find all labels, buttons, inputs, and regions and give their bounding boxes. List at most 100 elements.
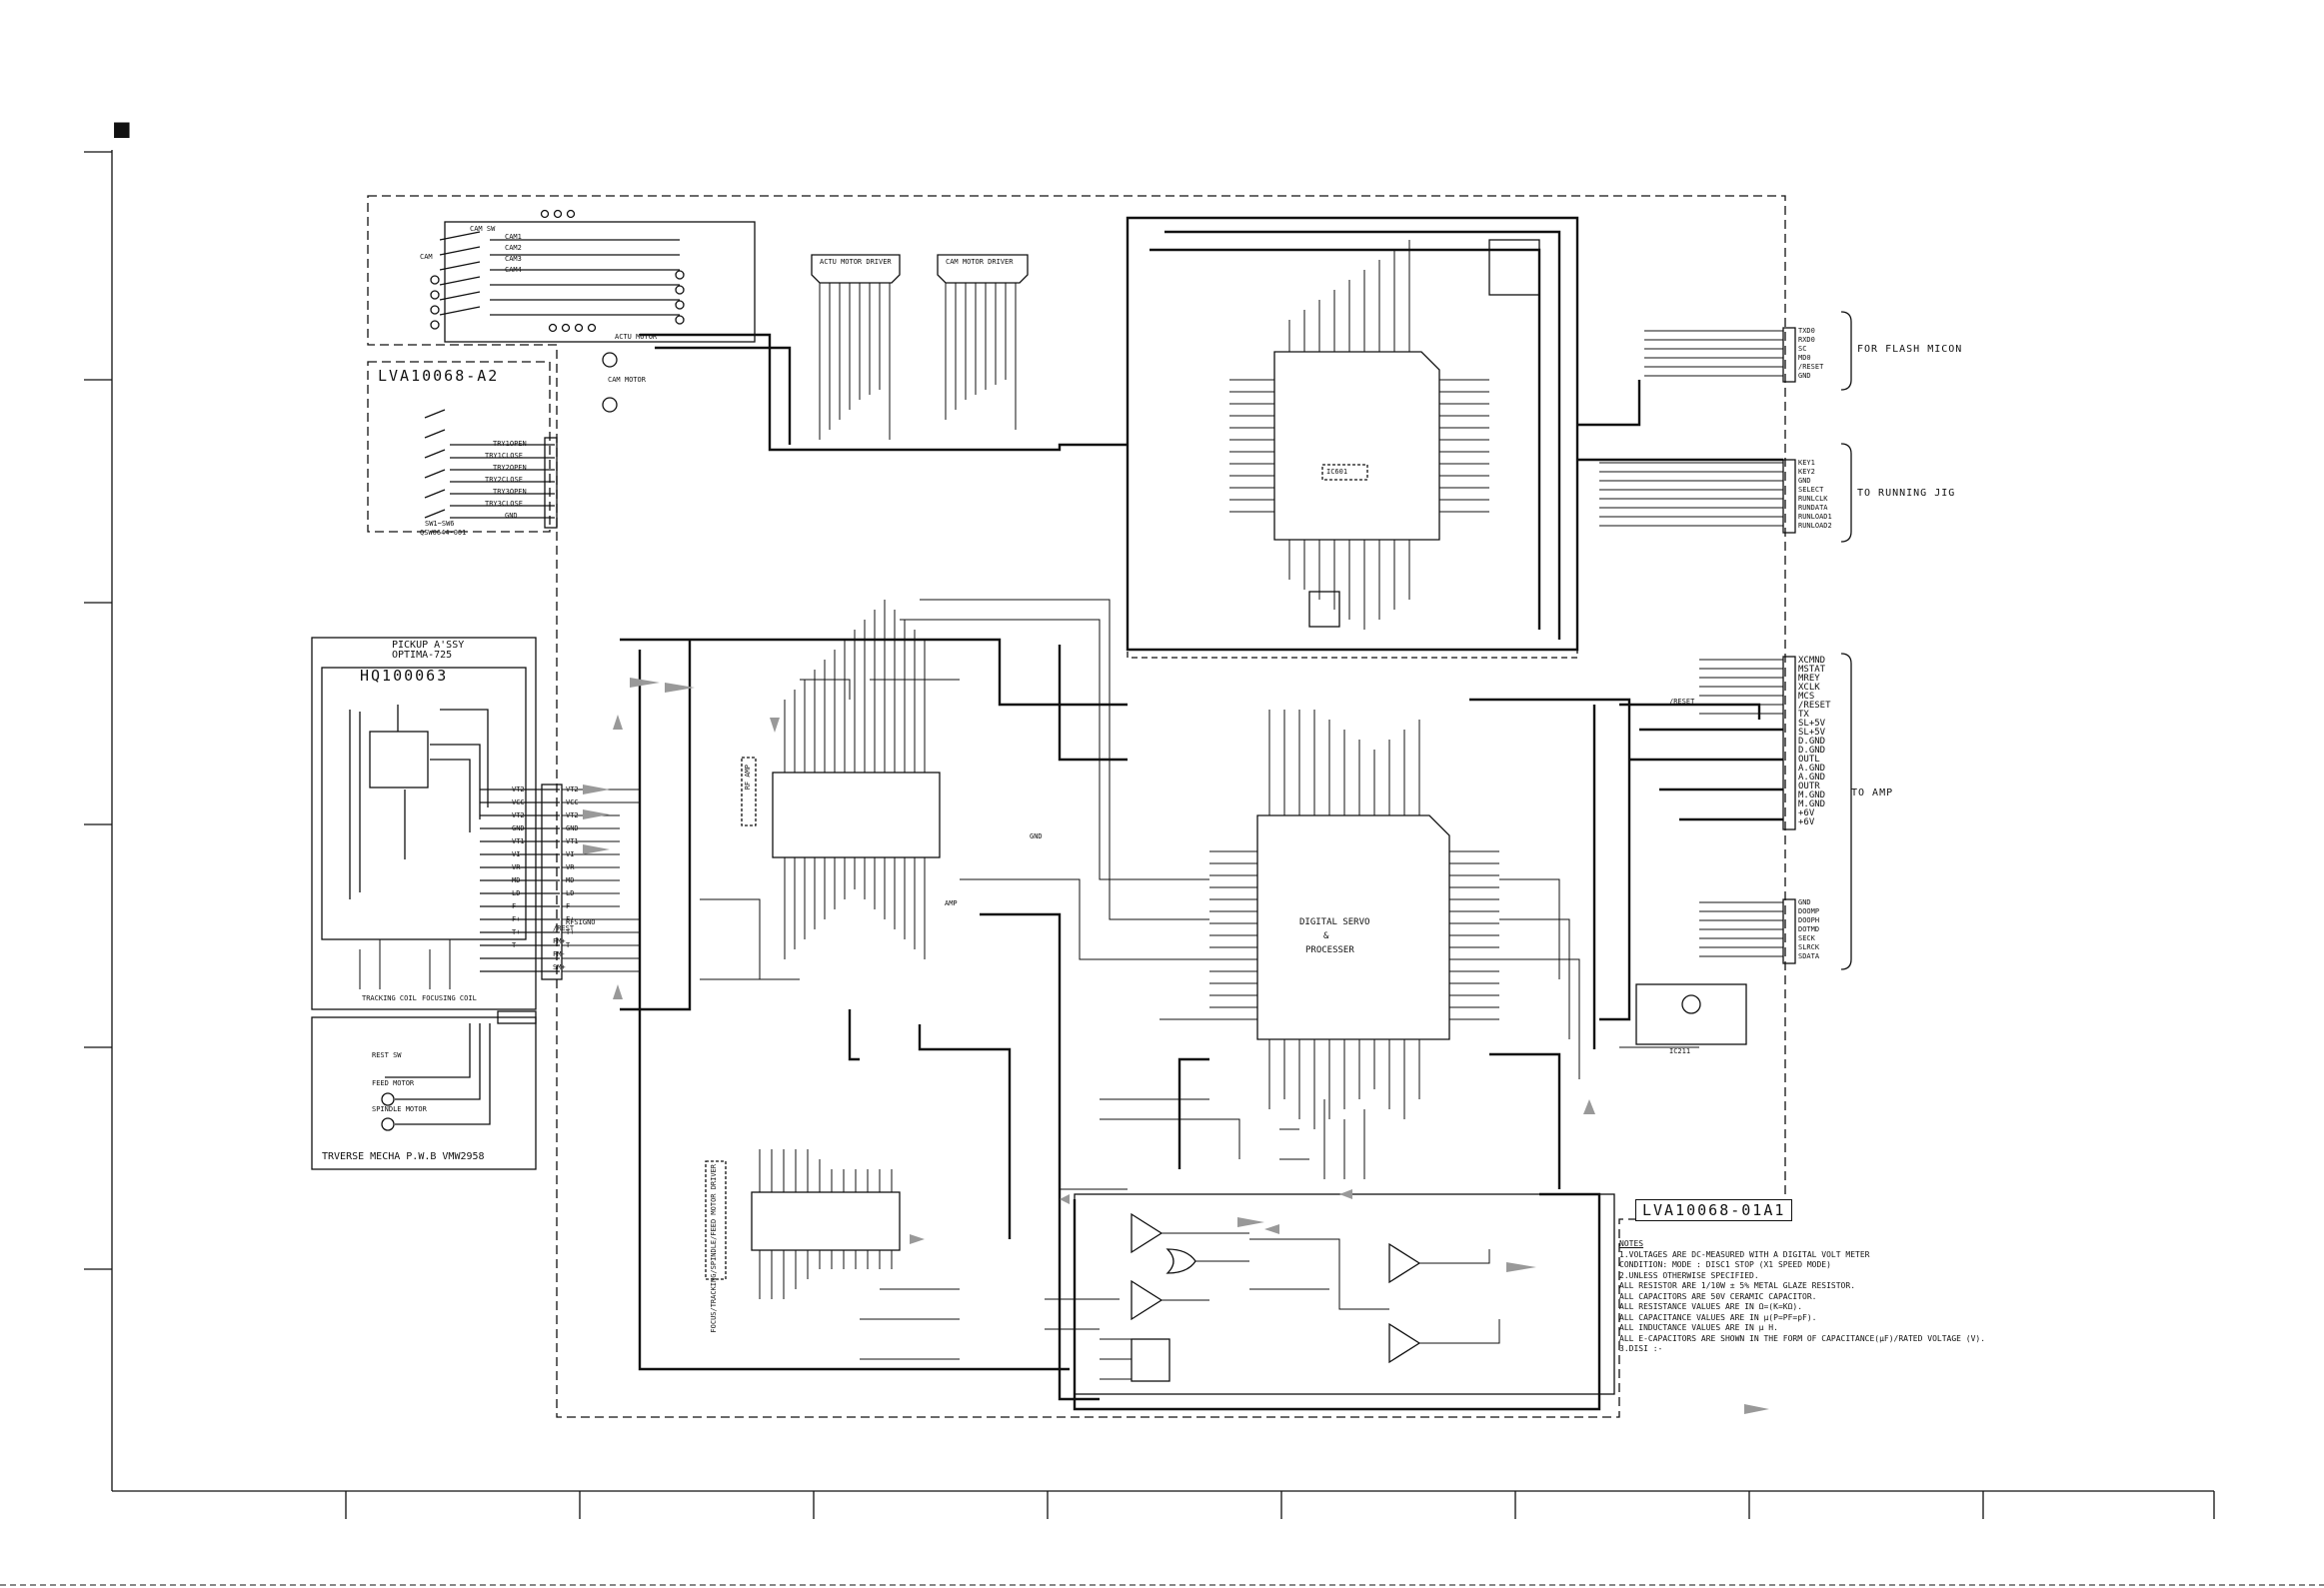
pickup-title: PICKUP A'SSY	[392, 640, 465, 651]
amp-pin: OUTL	[1798, 755, 1820, 765]
traverse-connector	[497, 1010, 537, 1024]
actu-driver-label: ACTU MOTOR DRIVER	[820, 258, 892, 266]
thin-wires	[562, 330, 1783, 1380]
pin-label: VT2	[566, 786, 579, 794]
actu-motor-label: ACTU MOTOR	[615, 333, 658, 341]
tray-pin: TRY2CLOSE	[485, 476, 523, 484]
tray-pin: TRY2OPEN	[493, 464, 527, 472]
pin-label: VCC	[566, 798, 579, 806]
flash-pin: TXD0	[1798, 327, 1815, 335]
notes-block: NOTES 1.VOLTAGES ARE DC-MEASURED WITH A …	[1619, 1239, 1985, 1355]
micon-area	[1127, 217, 1578, 659]
dsp-label-3: PROCESSER	[1305, 945, 1354, 955]
amp-pin: +6V	[1798, 817, 1815, 827]
cam-driver-label: CAM MOTOR DRIVER	[946, 258, 1014, 266]
main-board-outline	[367, 195, 1786, 1418]
amp-connector	[1782, 656, 1796, 830]
amp-pin: TX	[1798, 710, 1809, 720]
transistor	[1681, 994, 1701, 1014]
flash-pin: MD0	[1798, 354, 1811, 362]
dsp-ic	[1256, 814, 1450, 1040]
rfout-label: RFSIGNO	[566, 918, 596, 926]
pin-label: F+	[566, 915, 575, 923]
pin-label: VR	[512, 863, 521, 871]
tray-pin: TRY3OPEN	[493, 488, 527, 496]
rf-amp-pins	[784, 600, 926, 959]
notes-line: 2.UNLESS OTHERWISE SPECIFIED.	[1619, 1270, 1759, 1280]
main-board-label: LVA10068-01A1	[1635, 1199, 1793, 1221]
opamp-2	[1131, 1279, 1163, 1321]
pickup-wiring	[349, 705, 560, 989]
pin-label: VT2	[512, 786, 525, 794]
flash-pin: GND	[1798, 372, 1811, 380]
digital-pin: DOTMD	[1798, 925, 1820, 933]
amp-pin: MREY	[1798, 674, 1820, 684]
pin-label: GND	[566, 824, 579, 832]
motor-driver-pins	[759, 1149, 893, 1299]
sw-part-label: SW1~SW6	[425, 520, 455, 528]
amp-pin: /RESET	[1798, 701, 1831, 711]
amp-pin: MCS	[1798, 692, 1815, 702]
pickup-outer-box	[311, 637, 537, 1010]
regulator-box	[1635, 983, 1747, 1045]
sheet-marker: ■	[114, 114, 130, 144]
traverse-conn-label: SM+	[553, 963, 566, 971]
amp-pin: OUTR	[1798, 782, 1820, 792]
micon-pins	[1229, 240, 1489, 630]
running-jig-label: TO RUNNING JIG	[1857, 488, 1956, 499]
notes-line: ALL INDUCTANCE VALUES ARE IN μ H.	[1619, 1323, 1778, 1332]
cam-pin: CAM4	[505, 266, 522, 274]
eeprom-ic	[1488, 239, 1540, 296]
crystal-osc	[1308, 591, 1340, 628]
ic211-label: IC211	[1669, 1047, 1691, 1055]
running-pin: KEY1	[1798, 459, 1815, 467]
pin-label: VI	[566, 850, 575, 858]
pin-label: VI	[512, 850, 521, 858]
cam-motor-symbol	[602, 397, 618, 413]
feed-motor-label: FEED MOTOR	[372, 1079, 415, 1087]
amp-bracket	[1840, 653, 1852, 970]
opamp-3	[1388, 1242, 1421, 1284]
digital-pin: SDATA	[1798, 952, 1820, 960]
running-connector	[1782, 459, 1796, 534]
notes-line: CONDITION: MODE : DISC1 STOP (X1 SPEED M…	[1619, 1260, 1831, 1269]
tray-pin: TRY1CLOSE	[485, 452, 523, 460]
notes-line: 3.DISI :-	[1619, 1344, 1663, 1353]
dsp-label-1: DIGITAL SERVO	[1299, 917, 1370, 927]
amp-pin: A.GND	[1798, 773, 1826, 783]
amp-pin: XCLK	[1798, 683, 1820, 693]
opamp-1	[1131, 1212, 1163, 1254]
flash-bracket	[1840, 311, 1852, 391]
cam-motor-label: CAM MOTOR	[608, 376, 646, 384]
running-pin: KEY2	[1798, 468, 1815, 476]
pin-label: VT2	[566, 811, 579, 819]
notes-line: ALL RESISTOR ARE 1/10W ± 5% METAL GLAZE …	[1619, 1281, 1856, 1290]
amp-pin: MSTAT	[1798, 665, 1826, 675]
motor-driver-label: FOCUS/TRACKING/SPINDLE/FEED MOTOR DRIVER	[710, 1164, 718, 1333]
running-pin: RUNLOAD1	[1798, 513, 1832, 521]
notes-title: NOTES	[1619, 1239, 1644, 1248]
notes-line: ALL RESISTANCE VALUES ARE IN Ω=(K=KΩ).	[1619, 1302, 1803, 1311]
pin-label: LD	[566, 889, 575, 897]
flash-connector	[1782, 327, 1796, 383]
to-amp-label: TO AMP	[1851, 788, 1894, 798]
tray-switches	[424, 409, 555, 519]
flash-pin: RXD0	[1798, 336, 1815, 344]
traverse-conn-label: /REST	[553, 924, 575, 932]
micon-tag: IC601	[1326, 468, 1348, 476]
actu-driver-ic	[811, 254, 901, 284]
signal-arrows	[583, 678, 1769, 1414]
tray-pin: GND	[505, 512, 518, 520]
rf-amp-label-box	[741, 757, 757, 826]
pin-label: F-	[512, 902, 521, 910]
flash-pin: /RESET	[1798, 363, 1824, 371]
cam-sw-label: CAM SW	[470, 225, 496, 233]
pin-label: VT1	[566, 837, 579, 845]
dsp-pins	[1209, 710, 1499, 1129]
amp-label: AMP	[945, 899, 958, 907]
opamp-4	[1388, 1322, 1421, 1364]
pickup-model: OPTIMA-725	[392, 650, 453, 661]
pin-label: MD	[566, 876, 575, 884]
micon-tag-box	[1321, 464, 1368, 481]
